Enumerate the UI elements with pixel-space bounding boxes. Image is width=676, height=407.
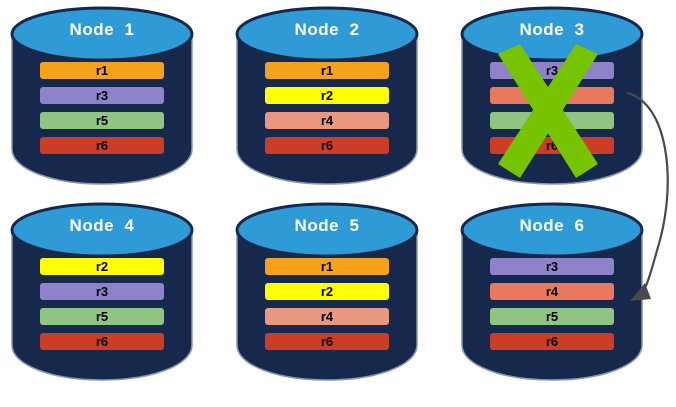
node-1-label: Node 1 bbox=[69, 20, 135, 39]
node-2-rows: r1 r2 r4 r6 bbox=[265, 62, 389, 154]
node-5-rows: r1 r2 r4 r6 bbox=[265, 258, 389, 350]
row-r6[interactable]: r6 bbox=[490, 137, 614, 154]
node-3-rows: r3 r4 r5 r6 bbox=[490, 62, 614, 154]
row-r3[interactable]: r3 bbox=[40, 283, 164, 300]
row-r1[interactable]: r1 bbox=[265, 258, 389, 275]
node-4-rows: r2 r3 r5 r6 bbox=[40, 258, 164, 350]
cylinder-top bbox=[235, 202, 419, 258]
node-6-rows: r3 r4 r5 r6 bbox=[490, 258, 614, 350]
row-r4[interactable]: r4 bbox=[490, 283, 614, 300]
row-r6[interactable]: r6 bbox=[265, 333, 389, 350]
node-6[interactable]: Node 6 r3 r4 r5 r6 bbox=[458, 200, 646, 390]
row-r1[interactable]: r1 bbox=[265, 62, 389, 79]
row-r2[interactable]: r2 bbox=[265, 87, 389, 104]
node-5-label: Node 5 bbox=[294, 216, 360, 235]
cylinder-top bbox=[10, 6, 194, 62]
row-r6[interactable]: r6 bbox=[40, 333, 164, 350]
row-r1[interactable]: r1 bbox=[40, 62, 164, 79]
node-5[interactable]: Node 5 r1 r2 r4 r6 bbox=[233, 200, 421, 390]
row-r2[interactable]: r2 bbox=[265, 283, 389, 300]
node-6-label: Node 6 bbox=[519, 216, 585, 235]
row-r5[interactable]: r5 bbox=[40, 112, 164, 129]
row-r4[interactable]: r4 bbox=[490, 87, 614, 104]
row-r5[interactable]: r5 bbox=[490, 308, 614, 325]
node-2-label: Node 2 bbox=[294, 20, 360, 39]
row-r6[interactable]: r6 bbox=[40, 137, 164, 154]
row-r6[interactable]: r6 bbox=[265, 137, 389, 154]
node-3[interactable]: Node 3 r3 r4 r5 r6 bbox=[458, 4, 646, 194]
row-r2[interactable]: r2 bbox=[40, 258, 164, 275]
row-r4[interactable]: r4 bbox=[265, 308, 389, 325]
row-r5[interactable]: r5 bbox=[40, 308, 164, 325]
cylinder-top bbox=[10, 202, 194, 258]
node-2[interactable]: Node 2 r1 r2 r4 r6 bbox=[233, 4, 421, 194]
row-r3[interactable]: r3 bbox=[40, 87, 164, 104]
node-4[interactable]: Node 4 r2 r3 r5 r6 bbox=[8, 200, 196, 390]
node-4-label: Node 4 bbox=[69, 216, 135, 235]
row-r3[interactable]: r3 bbox=[490, 258, 614, 275]
row-r5[interactable]: r5 bbox=[490, 112, 614, 129]
cylinder-top bbox=[235, 6, 419, 62]
row-r4[interactable]: r4 bbox=[265, 112, 389, 129]
node-1-rows: r1 r3 r5 r6 bbox=[40, 62, 164, 154]
node-3-label: Node 3 bbox=[519, 20, 585, 39]
row-r3[interactable]: r3 bbox=[490, 62, 614, 79]
row-r6[interactable]: r6 bbox=[490, 333, 614, 350]
node-1[interactable]: Node 1 r1 r3 r5 r6 bbox=[8, 4, 196, 194]
